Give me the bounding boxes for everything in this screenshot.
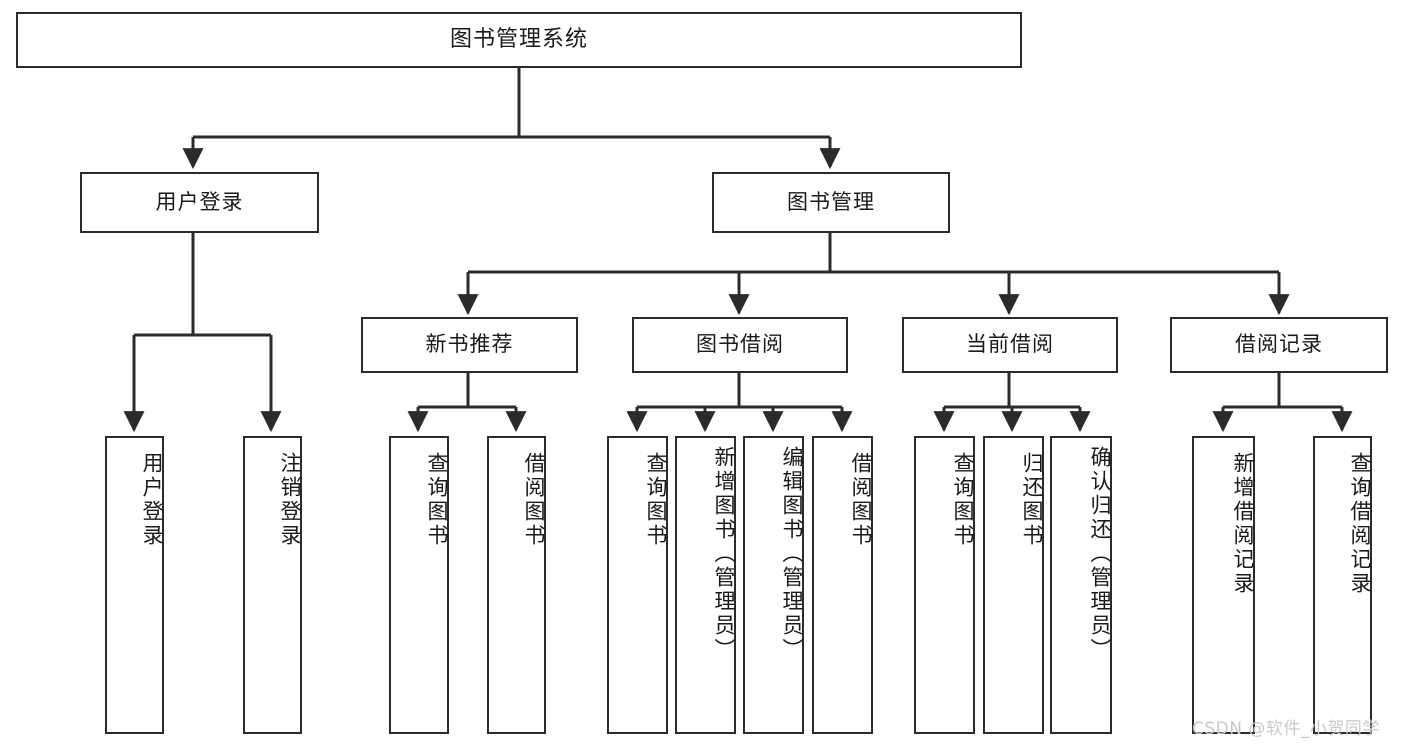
leaf-label: 归还图书: [1020, 452, 1044, 548]
leaf-label: 查询借阅记录: [1348, 452, 1372, 596]
leaf-book-borrow-query[interactable]: 查询图书: [607, 436, 668, 734]
leaf-label: 注销登录: [278, 452, 302, 548]
leaf-user-login-login[interactable]: 用户登录: [105, 436, 164, 734]
node-new-book-recommend[interactable]: 新书推荐: [361, 317, 578, 373]
leaf-current-borrow-confirm[interactable]: 确认归还（管理员）: [1050, 436, 1112, 734]
node-user-login[interactable]: 用户登录: [80, 172, 319, 233]
node-root[interactable]: 图书管理系统: [16, 12, 1022, 68]
leaf-borrow-record-query[interactable]: 查询借阅记录: [1313, 436, 1372, 734]
leaf-book-borrow-edit[interactable]: 编辑图书（管理员）: [743, 436, 804, 734]
node-current-borrow-label: 当前借阅: [966, 332, 1054, 357]
leaf-label: 新增图书（管理员）: [712, 446, 736, 662]
leaf-book-borrow-add[interactable]: 新增图书（管理员）: [675, 436, 736, 734]
leaf-book-borrow-borrow[interactable]: 借阅图书: [812, 436, 873, 734]
leaf-label: 用户登录: [140, 452, 164, 548]
leaf-new-book-borrow[interactable]: 借阅图书: [487, 436, 546, 734]
leaf-label: 确认归还（管理员）: [1088, 446, 1112, 662]
node-new-book-recommend-label: 新书推荐: [425, 332, 514, 357]
node-book-borrow-label: 图书借阅: [696, 332, 784, 357]
watermark: CSDN @软件_小贺同学: [1192, 719, 1380, 739]
leaf-user-login-logout[interactable]: 注销登录: [243, 436, 302, 734]
node-book-manage-label: 图书管理: [787, 189, 875, 214]
leaf-label: 借阅图书: [849, 452, 873, 548]
leaf-current-borrow-return[interactable]: 归还图书: [983, 436, 1044, 734]
leaf-label: 查询图书: [644, 452, 668, 548]
leaf-label: 查询图书: [425, 452, 449, 548]
leaf-label: 新增借阅记录: [1231, 452, 1255, 596]
node-borrow-record[interactable]: 借阅记录: [1170, 317, 1388, 373]
leaf-new-book-query[interactable]: 查询图书: [389, 436, 449, 734]
node-current-borrow[interactable]: 当前借阅: [902, 317, 1118, 373]
node-user-login-label: 用户登录: [155, 189, 244, 214]
node-borrow-record-label: 借阅记录: [1235, 332, 1323, 357]
node-book-borrow[interactable]: 图书借阅: [632, 317, 848, 373]
node-root-label: 图书管理系统: [449, 26, 588, 52]
leaf-label: 借阅图书: [522, 452, 546, 548]
leaf-current-borrow-query[interactable]: 查询图书: [914, 436, 975, 734]
leaf-label: 查询图书: [951, 452, 975, 548]
leaf-borrow-record-add[interactable]: 新增借阅记录: [1192, 436, 1255, 734]
leaf-label: 编辑图书（管理员）: [780, 446, 804, 662]
node-book-manage[interactable]: 图书管理: [712, 172, 950, 233]
